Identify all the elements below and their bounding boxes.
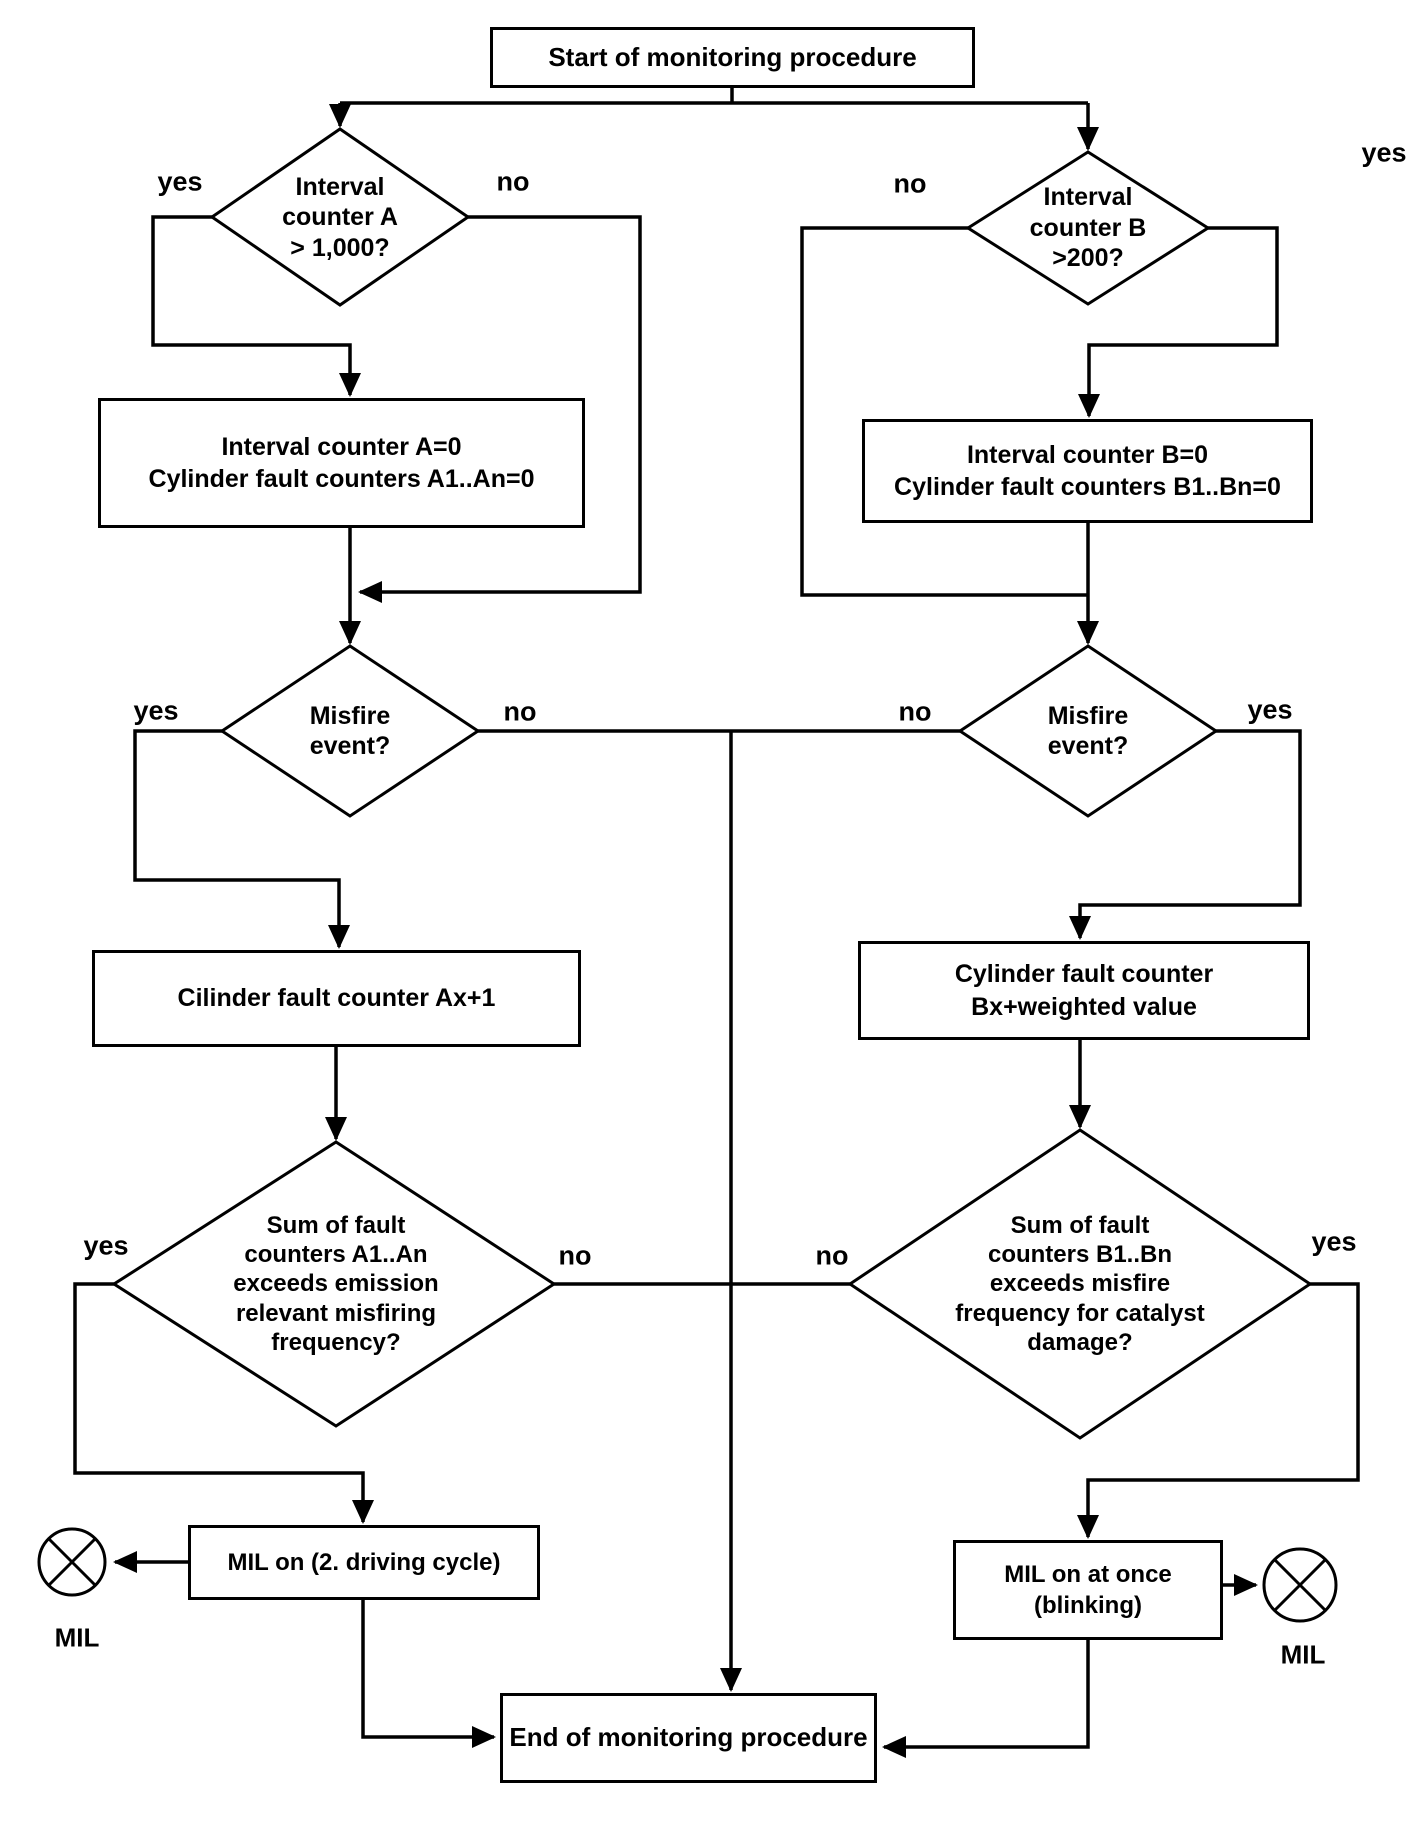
edge-label-no-interval-a: no [496,166,530,197]
edge-label-yes-threshold-b: yes [1311,1226,1357,1257]
edge-label-no-misfire-b: no [898,696,932,727]
threshold-b-decision-shape [847,1128,1313,1440]
edge-label-no-misfire-a: no [503,696,537,727]
edge-label-yes-interval-b: yes [1361,137,1407,168]
mil-lamp-left-label: MIL [54,1622,100,1653]
interval-a-decision-shape [209,127,471,307]
edge-label-yes-threshold-a: yes [83,1230,129,1261]
end-node: End of monitoring procedure [500,1693,877,1783]
interval-b-decision-shape [965,150,1211,306]
edge-label-yes-misfire-a: yes [133,695,179,726]
edge-label-no-threshold-b: no [815,1240,849,1271]
mil-lamp-right-icon [1262,1547,1338,1623]
misfire-b-decision-shape [957,644,1219,818]
reset-counters-b-process: Interval counter B=0 Cylinder fault coun… [862,419,1313,523]
edge-lines [73,88,1360,1758]
mil-on-a-process: MIL on (2. driving cycle) [188,1525,540,1600]
mil-lamp-left-icon [37,1527,107,1597]
edge-label-yes-interval-a: yes [157,166,203,197]
misfire-a-decision-shape [219,644,481,818]
fault-counter-a-process: Cilinder fault counter Ax+1 [92,950,581,1047]
mil-on-b-process: MIL on at once (blinking) [953,1540,1223,1640]
mil-lamp-right-label: MIL [1280,1639,1326,1670]
edge-label-no-interval-b: no [893,168,927,199]
fault-counter-b-process: Cylinder fault counter Bx+weighted value [858,941,1310,1040]
edge-label-yes-misfire-b: yes [1247,694,1293,725]
threshold-a-decision-shape [111,1140,557,1428]
start-node: Start of monitoring procedure [490,27,975,88]
decision-shapes [111,127,1313,1440]
reset-counters-a-process: Interval counter A=0 Cylinder fault coun… [98,398,585,528]
edge-label-no-threshold-a: no [558,1240,592,1271]
